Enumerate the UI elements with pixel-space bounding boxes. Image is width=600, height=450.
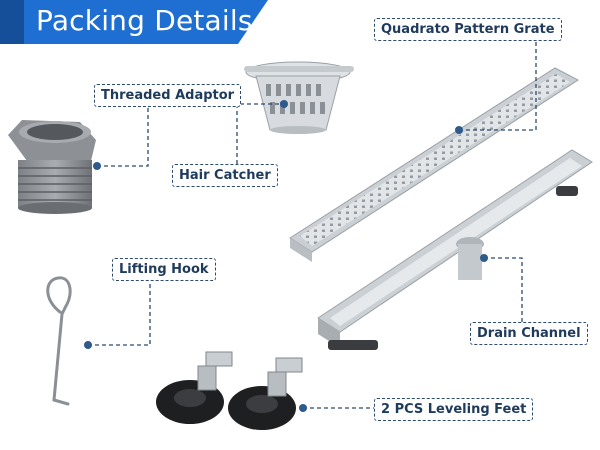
label-quadrato-pattern-grate: Quadrato Pattern Grate xyxy=(374,18,562,41)
label-drain-channel: Drain Channel xyxy=(470,322,588,345)
label-hair-catcher: Hair Catcher xyxy=(172,164,278,187)
drain-channel-image xyxy=(317,149,593,350)
label-lifting-hook: Lifting Hook xyxy=(112,258,216,281)
threaded-adaptor-image xyxy=(8,120,96,214)
hair-catcher-image xyxy=(244,61,354,134)
leveling-feet-image xyxy=(156,351,303,430)
label-leveling-feet: 2 PCS Leveling Feet xyxy=(374,398,534,421)
label-threaded-adaptor: Threaded Adaptor xyxy=(94,84,242,107)
lifting-hook-image xyxy=(46,276,72,406)
page-title: Packing Details xyxy=(36,4,253,37)
title-banner xyxy=(0,0,268,44)
grate-image xyxy=(289,67,579,262)
